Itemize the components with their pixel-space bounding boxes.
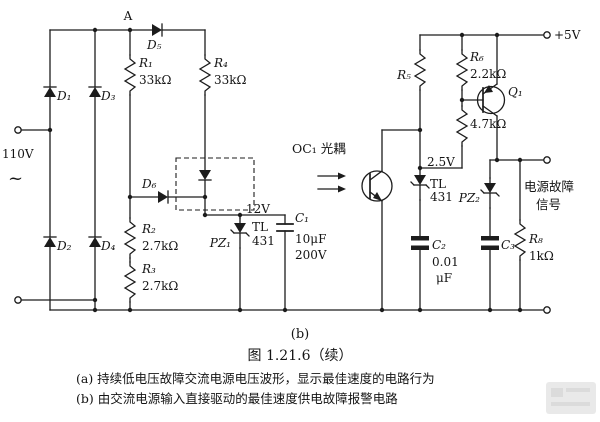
diode-d3	[88, 86, 102, 98]
caption-block: (b) 图 1.21.6（续） (a) 持续低电压故障交流电源电压波形，显示最佳…	[76, 327, 435, 406]
resistor-r3	[124, 261, 136, 303]
label-r8-value: 1kΩ	[529, 249, 554, 263]
ac-terminal-top	[14, 126, 22, 134]
label-output-line1: 电源故障	[524, 179, 574, 194]
label-pz2: PZ₂	[458, 191, 480, 205]
transistor-q1-icon	[476, 83, 506, 117]
label-d5: D₅	[146, 38, 162, 52]
label-r6-value: 2.2kΩ	[470, 67, 506, 81]
caption-title: 图 1.21.6（续）	[248, 347, 353, 364]
top-rail: D₅ A	[49, 9, 206, 52]
branch-pz1-c1: PZ₁ 12V TL 431 C₁ 10μF 200V	[204, 202, 327, 311]
resistor-r7	[456, 105, 468, 147]
label-r4-value: 33kΩ	[214, 73, 247, 87]
label-c2: C₂	[432, 238, 446, 252]
label-d2: D₂	[56, 239, 72, 253]
label-r8: R₈	[528, 232, 543, 246]
c2-plate-top	[411, 236, 429, 241]
c3-plate-bottom	[481, 245, 499, 250]
label-q1: Q₁	[508, 85, 523, 99]
resistor-r8	[514, 219, 526, 261]
tl431-right-icon	[410, 169, 430, 201]
label-c1-value-1: 10μF	[295, 232, 326, 246]
label-d6: D₆	[141, 177, 157, 191]
branch-r4-led: R₄ 33kΩ	[175, 29, 255, 216]
caption-sub-label: (b)	[291, 327, 309, 342]
label-c3: C₃	[501, 238, 515, 252]
label-c2-value-2: μF	[436, 271, 452, 285]
resistor-r4	[199, 54, 211, 96]
ac-terminal-bottom	[14, 296, 22, 304]
optocoupler-output: OC₁ 光耦	[292, 129, 421, 311]
c3-plate-top	[481, 236, 499, 241]
label-d3: D₃	[100, 89, 116, 103]
diode-d5	[151, 23, 163, 37]
diode-d6	[157, 190, 169, 204]
label-oc1: OC₁ 光耦	[292, 141, 346, 156]
bottom-rail	[49, 306, 551, 314]
branch-r5-tl431-c2: R₅ 2.5V TL 431 0.01 μF C₂	[396, 34, 459, 311]
output-network: PZ₂ C₃ R₈ 1kΩ 电源故障 信号	[458, 156, 574, 311]
vcc-rail: +5V	[419, 28, 581, 42]
label-d4: D₄	[100, 239, 116, 253]
label-r2-value: 2.7kΩ	[142, 239, 178, 253]
label-r7-value: 4.7kΩ	[470, 117, 506, 131]
branch-r6-q1: R₆ 2.2kΩ 4.7kΩ Q₁	[419, 34, 523, 169]
label-vcc: +5V	[554, 28, 581, 42]
label-tl-right-1: TL	[430, 177, 446, 191]
label-c1-value-2: 200V	[295, 248, 327, 262]
output-terminal-bottom	[543, 306, 551, 314]
caption-line-a: (a) 持续低电压故障交流电源电压波形，显示最佳速度的电路行为	[76, 371, 435, 386]
label-pz1: PZ₁	[209, 236, 231, 250]
label-r1-value: 33kΩ	[139, 73, 172, 87]
opto-led-icon	[198, 169, 212, 181]
label-r1: R₁	[138, 56, 153, 70]
label-r6: R₆	[469, 50, 484, 64]
opto-led-dashed-box	[175, 157, 255, 211]
label-tl-right-voltage: 2.5V	[427, 155, 455, 169]
junction-dots	[47, 27, 523, 313]
caption-line-b: (b) 由交流电源输入直接驱动的最佳速度供电故障报警电路	[76, 391, 398, 406]
diode-d2	[43, 236, 57, 248]
label-r2: R₂	[141, 222, 156, 236]
label-r3: R₃	[141, 262, 156, 276]
label-output-line2: 信号	[536, 197, 561, 212]
resistor-r1	[124, 54, 136, 96]
tl431-left-icon	[230, 217, 250, 249]
branch-d6: D₆	[129, 177, 206, 204]
ac-symbol: ~	[8, 168, 23, 189]
label-c1: C₁	[295, 211, 309, 225]
phototransistor-icon	[361, 170, 393, 202]
label-tl-right-2: 431	[430, 190, 453, 204]
vcc-terminal	[543, 31, 551, 39]
resistor-r2	[124, 217, 136, 259]
label-r3-value: 2.7kΩ	[142, 279, 178, 293]
light-arrows-icon	[317, 172, 346, 193]
c2-plate-bottom	[411, 245, 429, 250]
resistor-r6	[456, 49, 468, 91]
label-pz1-voltage: 12V	[246, 202, 270, 216]
label-pz1-tl-2: 431	[252, 234, 275, 248]
diode-d1	[43, 86, 57, 98]
ac-voltage-label: 110V	[2, 147, 34, 161]
label-c2-value-1: 0.01	[432, 255, 459, 269]
label-node-a: A	[123, 9, 133, 23]
branch-r1-r2-r3: R₁ 33kΩ R₂ 2.7kΩ R₃ 2.7kΩ	[124, 29, 178, 311]
pz2-icon	[480, 177, 500, 209]
label-r5: R₅	[396, 68, 411, 82]
resistor-r5	[414, 49, 426, 91]
ac-source: 110V ~	[2, 126, 96, 304]
label-d1: D₁	[56, 89, 71, 103]
watermark	[546, 382, 596, 414]
output-terminal-top	[543, 156, 551, 164]
bridge-rectifier: D₁ D₃ D₂ D₄	[43, 29, 116, 311]
label-r4: R₄	[213, 56, 228, 70]
diode-d4	[88, 236, 102, 248]
label-pz1-tl-1: TL	[252, 220, 268, 234]
